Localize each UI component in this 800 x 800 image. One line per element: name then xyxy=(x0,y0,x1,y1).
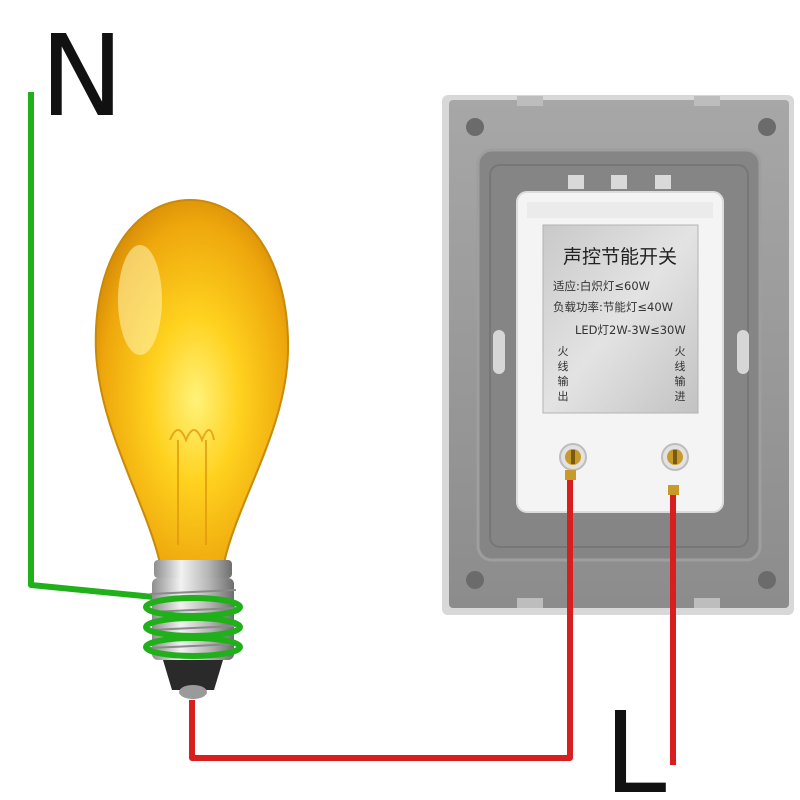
right-terminal-char: 输 xyxy=(675,374,686,388)
left-terminal-char: 火 xyxy=(558,345,569,358)
wire-ferrule xyxy=(565,470,576,480)
left-terminal-label: 火 线 输 出 xyxy=(558,345,569,403)
switch-label-spec-1: 适应:白炽灯≤60W xyxy=(553,279,650,293)
plate-notch xyxy=(694,96,720,106)
left-terminal-char: 线 xyxy=(558,359,569,373)
bulb-insulator xyxy=(163,660,223,690)
right-terminal-char: 线 xyxy=(675,359,686,373)
switch-label-spec-2: 负载功率:节能灯≤40W xyxy=(553,300,673,314)
bulb-highlight xyxy=(118,245,162,355)
switch-label-plate xyxy=(542,224,699,414)
right-terminal-label: 火 线 输 进 xyxy=(675,345,686,403)
left-terminal-char: 出 xyxy=(558,389,569,403)
neutral-wire-coil xyxy=(143,595,243,659)
screw-hole xyxy=(466,571,484,589)
plate-notch xyxy=(517,598,543,608)
switch-label-spec-3: LED灯2W-3W≤30W xyxy=(575,323,686,337)
light-bulb-icon xyxy=(94,198,290,699)
right-terminal-char: 火 xyxy=(675,345,686,358)
screw-hole xyxy=(758,118,776,136)
bulb-filament xyxy=(169,429,215,545)
terminal-output-screw xyxy=(559,443,587,471)
right-terminal-char: 进 xyxy=(675,390,686,403)
side-slot xyxy=(737,330,749,374)
side-slot xyxy=(493,330,505,374)
terminal-input-screw xyxy=(661,443,689,471)
plate-notch xyxy=(694,598,720,608)
wire-ferrule xyxy=(668,485,679,495)
screw-hole xyxy=(758,571,776,589)
screw-hole xyxy=(466,118,484,136)
live-label: L xyxy=(604,689,666,800)
clip xyxy=(568,175,584,189)
left-terminal-char: 输 xyxy=(558,374,569,388)
bulb-contact xyxy=(179,685,207,699)
bulb-neck xyxy=(154,560,232,578)
switch-label-title: 声控节能开关 xyxy=(563,246,677,268)
neutral-label: N xyxy=(40,12,124,142)
switch-back-view: 声控节能开关 适应:白炽灯≤60W 负载功率:节能灯≤40W LED灯2W-3W… xyxy=(442,95,794,615)
clip xyxy=(611,175,627,189)
bulb-glass xyxy=(94,198,290,564)
clip xyxy=(655,175,671,189)
plate-notch xyxy=(517,96,543,106)
live-wire-to-bulb xyxy=(189,475,573,761)
